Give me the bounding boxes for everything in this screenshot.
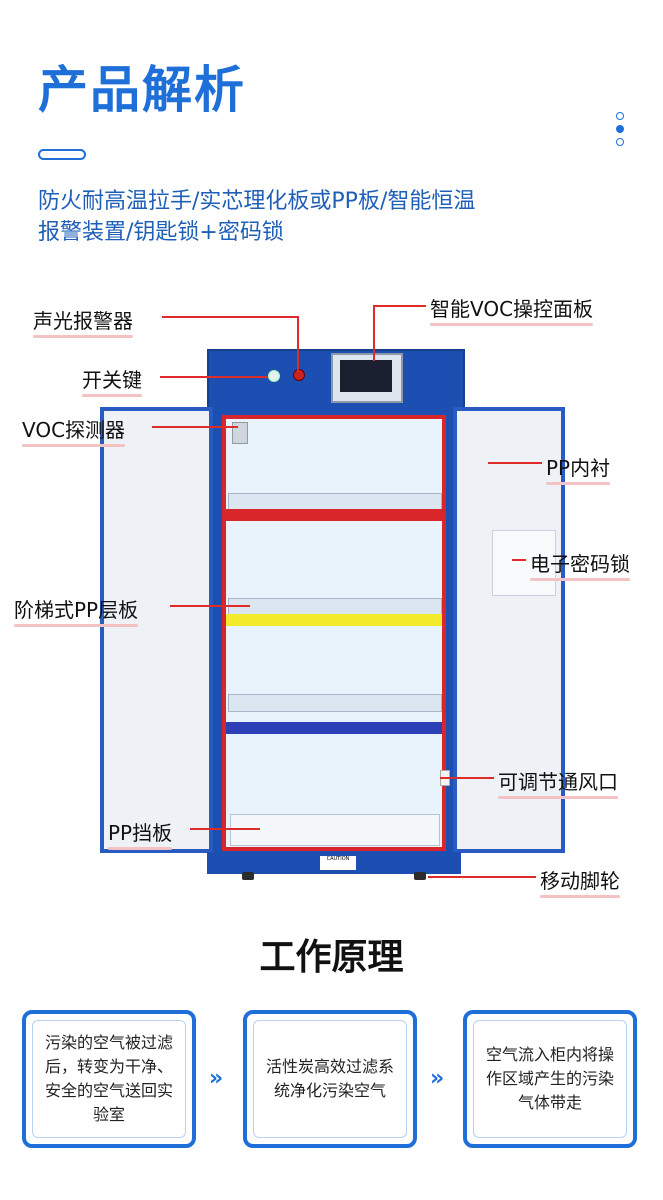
alarm-light-icon (293, 369, 305, 381)
page-title: 产品解析 (38, 61, 246, 119)
callout-code-lock: 电子密码锁 (530, 548, 630, 581)
callout-pp-lining: PP内衬 (546, 452, 611, 485)
callout-line-alarm (162, 316, 298, 318)
more-dots-icon (616, 112, 624, 151)
callout-vline-alarm (297, 316, 299, 372)
callout-baffle: PP挡板 (108, 817, 173, 850)
shelf-2-yellow-edge (226, 614, 442, 626)
chevron-right-icon-2: » (430, 1066, 445, 1091)
caster-right (414, 872, 426, 880)
callout-switch: 开关键 (82, 364, 142, 397)
principle-step-2-text: 活性炭高效过滤系统净化污染空气 (253, 1020, 407, 1138)
caster-left (242, 872, 254, 880)
switch-button-icon (268, 370, 280, 382)
subtitle-line-1: 防火耐高温拉手/实芯理化板或PP板/智能恒温 (38, 189, 476, 214)
callout-line-vent (440, 777, 494, 779)
callout-line-casters (428, 876, 536, 878)
principle-title: 工作原理 (259, 937, 404, 978)
chevron-right-icon: » (209, 1066, 224, 1091)
pp-lining-interior (222, 415, 446, 851)
callout-casters: 移动脚轮 (540, 865, 620, 898)
callout-alarm: 声光报警器 (33, 305, 133, 338)
callout-vline-panel (373, 305, 375, 361)
principle-step-1: 污染的空气被过滤后，转变为干净、安全的空气送回实验室 (22, 1010, 196, 1148)
feature-subtitle: 防火耐高温拉手/实芯理化板或PP板/智能恒温 报警装置/钥匙锁+密码锁 (38, 186, 638, 248)
callout-line-lining (488, 462, 542, 464)
subtitle-line-2: 报警装置/钥匙锁+密码锁 (38, 220, 284, 245)
pp-baffle (230, 814, 440, 846)
left-door (100, 407, 213, 853)
shelf-3 (228, 694, 442, 712)
callout-vent: 可调节通风口 (498, 766, 618, 799)
code-lock-plate (492, 530, 556, 596)
principle-step-3: 空气流入柜内将操作区域产生的污染气体带走 (463, 1010, 637, 1148)
callout-line-baffle (190, 828, 260, 830)
callout-stepped-shelf: 阶梯式PP层板 (14, 594, 139, 627)
shelf-1-red-edge (226, 509, 442, 521)
caution-sticker: CAUTION (320, 856, 356, 870)
callout-line-shelf (170, 605, 250, 607)
principle-step-1-text: 污染的空气被过滤后，转变为干净、安全的空气送回实验室 (32, 1020, 186, 1138)
title-underline-decor (38, 149, 86, 160)
callout-line-voc-detector (152, 426, 238, 428)
callout-line-switch (160, 376, 268, 378)
control-screen (340, 360, 392, 392)
principle-step-2: 活性炭高效过滤系统净化污染空气 (243, 1010, 417, 1148)
callout-line-lock (512, 559, 526, 561)
shelf-3-blue-edge (226, 722, 442, 734)
principle-step-3-text: 空气流入柜内将操作区域产生的污染气体带走 (473, 1020, 627, 1138)
callout-line-panel (374, 305, 426, 307)
callout-voc-panel: 智能VOC操控面板 (430, 293, 594, 326)
callout-voc-detector: VOC探测器 (22, 414, 126, 447)
